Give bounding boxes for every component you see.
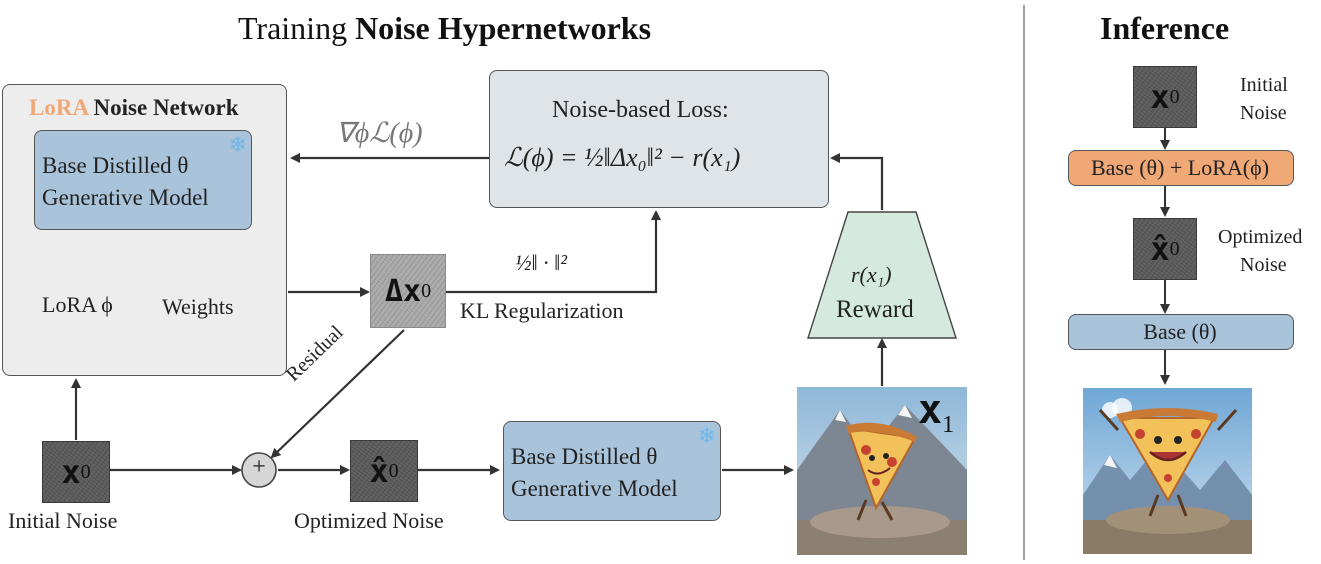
reward-to-loss-arrow xyxy=(830,153,884,210)
kl-arrow xyxy=(446,210,661,294)
training-title-prefix: Training xyxy=(238,10,356,46)
base-model-top-line1: Base Distilled θ xyxy=(42,153,189,178)
inference-x0-symbol: x xyxy=(1150,78,1170,116)
reward-formula: r(x₁) xyxy=(851,262,892,287)
base-model-box-top: Base Distilled θ Generative Model ❄ xyxy=(34,130,252,230)
snowflake-icon: ❄ xyxy=(228,133,247,158)
x1-label: x1 xyxy=(918,386,954,439)
delta-x0-sub: 0 xyxy=(421,279,432,302)
x0-symbol: x xyxy=(61,453,81,491)
training-title-bold: Noise Hypernetworks xyxy=(355,10,652,46)
x1-symbol: x xyxy=(918,387,943,433)
base-model-top-line2: Generative Model xyxy=(42,185,209,210)
initial-noise-label: Initial Noise xyxy=(8,508,118,533)
x0-sub: 0 xyxy=(80,460,91,483)
inference-xhat0-sub: 0 xyxy=(1169,237,1180,260)
xhat0-sub: 0 xyxy=(388,459,399,482)
inference-optimized-label-1: Optimized xyxy=(1218,226,1303,248)
inference-initial-label-2: Noise xyxy=(1240,102,1287,124)
inference-xhat0-symbol: x̂ xyxy=(1150,230,1170,268)
reward-label: Reward xyxy=(836,296,914,323)
residual-arrow xyxy=(270,329,405,459)
inference-title: Inference xyxy=(1100,10,1230,46)
base-model-box-bottom: Base Distilled θ Generative Model ❄ xyxy=(503,421,721,521)
lora-network-title-lora: LoRA xyxy=(29,95,88,120)
loss-formula: ℒ(ϕ) = ½‖Δx₀‖² − r(x₁) xyxy=(504,143,741,172)
reward-trapezoid xyxy=(807,211,957,339)
norm-label: ½‖ · ‖² xyxy=(515,250,567,275)
weights-label: Weights xyxy=(162,294,234,319)
loss-box: Noise-based Loss: ℒ(ϕ) = ½‖Δx₀‖² − r(x₁) xyxy=(489,70,829,208)
lora-network-title-rest: Noise Network xyxy=(87,95,239,120)
base-model-bottom-line2: Generative Model xyxy=(511,476,678,501)
inference-base-label: Base (θ) xyxy=(1143,319,1217,344)
plus-symbol: + xyxy=(252,454,266,480)
snowflake-icon: ❄ xyxy=(697,424,716,449)
inference-x0-sub: 0 xyxy=(1169,85,1180,108)
x1-sub: 1 xyxy=(942,412,955,438)
inference-base-lora-label: Base (θ) + LoRA(ϕ) xyxy=(1090,155,1270,180)
inference-initial-label-1: Initial xyxy=(1240,74,1288,96)
lora-phi-label: LoRA ϕ xyxy=(42,292,113,317)
kl-regularization-label: KL Regularization xyxy=(460,298,624,323)
optimized-noise-label: Optimized Noise xyxy=(294,508,444,533)
lora-noise-network-panel: LoRA Noise Network xyxy=(2,84,287,376)
loss-title: Noise-based Loss: xyxy=(552,97,729,123)
inference-base-lora-box: Base (θ) + LoRA(ϕ) xyxy=(1068,150,1294,186)
generated-image-inference xyxy=(1083,388,1252,554)
inference-xhat0-box: x̂0 xyxy=(1133,218,1197,280)
inference-base-box: Base (θ) xyxy=(1068,314,1294,350)
gradient-label: ∇ϕℒ(ϕ) xyxy=(336,118,423,149)
delta-x0-symbol: Δx xyxy=(384,273,422,309)
xhat0-symbol: x̂ xyxy=(369,452,389,490)
plus-circle xyxy=(241,452,277,488)
lora-network-title: LoRA Noise Network xyxy=(29,95,239,121)
inference-optimized-label-2: Noise xyxy=(1240,254,1287,276)
training-title: Training Noise Hypernetworks xyxy=(238,10,651,47)
xhat0-noise-box: x̂0 xyxy=(350,440,418,502)
base-model-bottom-line1: Base Distilled θ xyxy=(511,444,658,469)
generated-image-training xyxy=(797,387,967,555)
